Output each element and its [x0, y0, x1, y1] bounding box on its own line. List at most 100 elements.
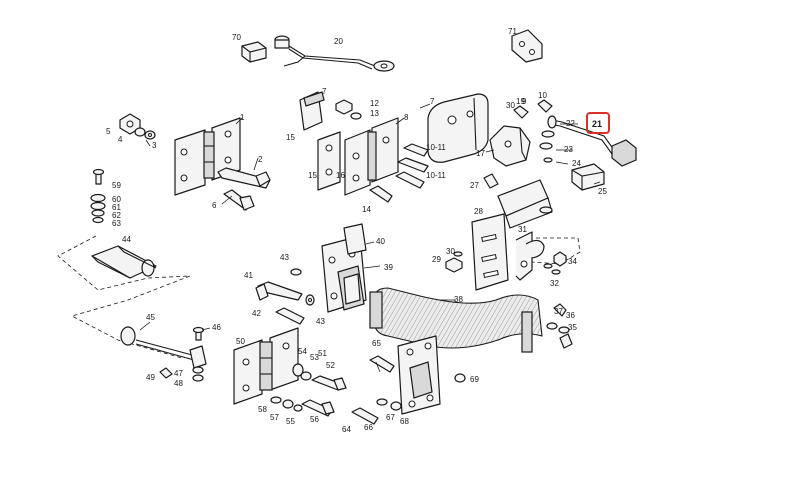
callout-7-latch: 7: [430, 97, 435, 106]
callout-59: 59: [112, 181, 121, 190]
callout-22: 22: [566, 119, 575, 128]
callout-12: 12: [370, 99, 379, 108]
bolt-washer-parts-41-42-43: [255, 268, 315, 325]
callout-62: 62: [112, 211, 121, 220]
callout-67: 67: [386, 413, 395, 422]
callout-13: 13: [370, 109, 379, 118]
callout-57: 57: [270, 413, 279, 422]
striker-bracket-part-31: [515, 231, 545, 281]
bolts-parts-10-11: [395, 143, 429, 189]
highlight-box: [586, 112, 610, 134]
check-strap-part-38: [369, 287, 543, 353]
bolt-part-46: [192, 326, 205, 341]
leader-lines: [139, 103, 601, 373]
washers-parts-32-33-34: [543, 251, 567, 275]
callout-65: 65: [372, 339, 381, 348]
callout-40: 40: [376, 237, 385, 246]
rod-assembly-part-45: [120, 326, 207, 369]
bolt-part-6: [223, 189, 255, 211]
rubber-stop-part-71: [241, 41, 267, 63]
callout-39: 39: [384, 263, 393, 272]
callout-14: 14: [362, 205, 371, 214]
callout-25: 25: [598, 187, 607, 196]
striker-bracket-part-17: [489, 125, 531, 167]
highlighted-callout-21: 21: [586, 112, 610, 134]
hinge-plate-part-15: [317, 131, 341, 191]
callout-44: 44: [122, 235, 131, 244]
callout-50: 50: [236, 337, 245, 346]
callout-3: 3: [152, 141, 157, 150]
callout-15-b: 15: [308, 171, 317, 180]
hinge-plate-part-8: [344, 117, 399, 196]
channel-part-39: [337, 265, 365, 311]
lower-hinge-part-50: [233, 327, 299, 405]
bolt-part-14: [369, 185, 393, 203]
strap-rod-part-70: [274, 35, 395, 72]
callout-1: 1: [240, 113, 245, 122]
bolt-stack-parts-59-63: [90, 168, 106, 224]
callout-7-upper: 7: [322, 87, 327, 96]
latch-block-part-7: [427, 93, 489, 163]
check-arm-part-21: [547, 115, 637, 167]
nut-washer-parts-12-13: [335, 99, 362, 120]
bolts-parts-65-68: [351, 355, 466, 425]
callout-labels: 1 2 3 4 5 6 7 7 8 9 10 10-11 10-11 12 13…: [106, 27, 607, 434]
callout-58: 58: [258, 405, 267, 414]
callout-8: 8: [404, 113, 409, 122]
callout-43-a: 43: [280, 253, 289, 262]
callout-16: 16: [336, 171, 345, 180]
callout-51: 51: [318, 349, 327, 358]
callout-20: 20: [334, 37, 343, 46]
callout-69: 69: [470, 375, 479, 384]
callout-45: 45: [146, 313, 155, 322]
callout-35: 35: [568, 323, 577, 332]
washers-parts-47-48-49: [159, 366, 204, 382]
callout-32: 32: [550, 279, 559, 288]
fasteners-parts-35-36-37: [546, 303, 573, 349]
callout-68: 68: [400, 417, 409, 426]
mounting-plate-part-28: [471, 213, 509, 291]
callout-10: 10: [538, 91, 547, 100]
callout-61: 61: [112, 203, 121, 212]
callout-28: 28: [474, 207, 483, 216]
bracket-part-72: [511, 29, 543, 63]
callout-63: 63: [112, 219, 121, 228]
callout-42: 42: [252, 309, 261, 318]
screws-parts-18-19: [513, 99, 553, 119]
upper-hinge-part-1: [174, 117, 241, 196]
callout-34: 34: [568, 257, 577, 266]
callout-52: 52: [326, 361, 335, 370]
callout-15-a: 15: [286, 133, 295, 142]
lower-hinge-bolts-51-58: [270, 363, 347, 417]
callout-48: 48: [174, 379, 183, 388]
callout-19: 19: [516, 97, 525, 106]
callout-4: 4: [118, 135, 123, 144]
angle-bracket-part-26: [497, 179, 553, 229]
hinge-bracket-part-16: [299, 91, 325, 131]
callout-27: 27: [470, 181, 479, 190]
callout-41: 41: [244, 271, 253, 280]
highlight-label: 21: [592, 119, 602, 129]
callout-30-a: 30: [446, 247, 455, 256]
mounting-plate-part-69: [397, 335, 441, 415]
callout-9: 9: [522, 97, 527, 106]
callout-30-b: 30: [506, 101, 515, 110]
callout-38: 38: [454, 295, 463, 304]
callout-24: 24: [572, 159, 581, 168]
assembly-line: [531, 237, 581, 265]
washers-parts-22-23-24: [539, 130, 555, 163]
bolt-part-2: [217, 167, 271, 189]
callout-29: 29: [432, 255, 441, 264]
callout-49: 49: [146, 373, 155, 382]
callout-70: 70: [232, 33, 241, 42]
callout-54: 54: [298, 347, 307, 356]
callout-56: 56: [310, 415, 319, 424]
callout-64: 64: [342, 425, 351, 434]
callout-31: 31: [518, 225, 527, 234]
screw-part-27: [483, 173, 499, 189]
callout-47: 47: [174, 369, 183, 378]
callout-10-11-a: 10-11: [426, 143, 446, 152]
callout-53: 53: [310, 353, 319, 362]
callout-17: 17: [476, 149, 485, 158]
